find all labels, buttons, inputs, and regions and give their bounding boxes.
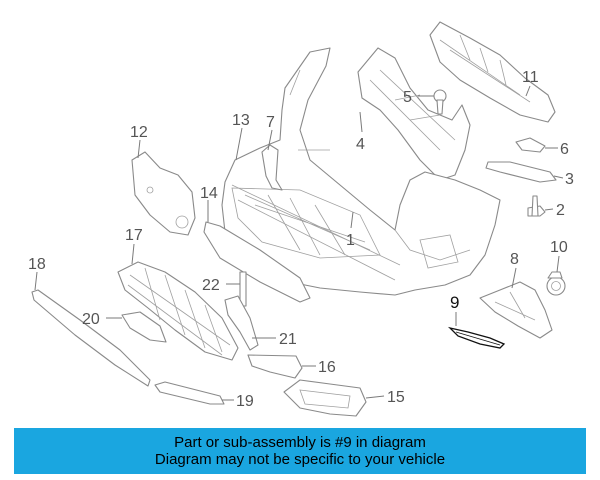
part-14-trim-strip <box>203 221 311 303</box>
callout-12: 12 <box>130 124 148 141</box>
part-7-bracket <box>261 144 283 191</box>
callout-16: 16 <box>318 359 336 376</box>
callout-2: 2 <box>556 202 565 219</box>
part-19-lower-strip <box>154 381 225 405</box>
callout-10: 10 <box>550 239 568 256</box>
lower-grille-mesh <box>231 187 381 259</box>
callout-18: 18 <box>28 256 46 273</box>
part-15-surround <box>283 379 367 417</box>
callout-20: 20 <box>82 311 100 328</box>
part-5-bolt <box>433 89 447 115</box>
callout-9: 9 <box>450 293 459 312</box>
part-17-grille <box>117 261 239 361</box>
parts-diagram: 1 2 3 4 5 6 7 8 9 10 11 12 13 14 15 16 1… <box>28 21 574 417</box>
callout-6: 6 <box>560 141 569 158</box>
callout-15: 15 <box>387 389 405 406</box>
part-18-molding <box>31 289 151 387</box>
callout-21: 21 <box>279 331 297 348</box>
part-6-clip <box>515 137 546 153</box>
callout-13: 13 <box>232 112 250 129</box>
callout-22: 22 <box>202 277 220 294</box>
part-1-bumper-cover <box>221 47 501 296</box>
info-banner: Part or sub-assembly is #9 in diagram Di… <box>14 428 586 474</box>
part-3-strip <box>485 161 557 183</box>
part-11-absorber <box>429 21 556 123</box>
part-22-bolt <box>239 271 247 307</box>
callout-5: 5 <box>403 89 412 106</box>
part-12-plate-bracket <box>131 151 196 236</box>
banner-line-1: Part or sub-assembly is #9 in diagram <box>174 434 426 451</box>
callout-1: 1 <box>346 232 355 249</box>
callout-17: 17 <box>125 227 143 244</box>
part-2-screw <box>527 195 546 217</box>
callout-11: 11 <box>522 69 539 86</box>
part-10-sensor <box>546 271 566 296</box>
part-8-side-trim <box>479 281 553 339</box>
part-16-bracket <box>247 354 303 379</box>
callout-19: 19 <box>236 393 254 410</box>
banner-line-2: Diagram may not be specific to your vehi… <box>154 451 446 468</box>
callout-14: 14 <box>200 185 218 202</box>
callout-4: 4 <box>356 136 365 153</box>
callout-3: 3 <box>565 171 574 188</box>
part-9-strip <box>447 326 506 349</box>
part-21-bracket <box>224 295 259 351</box>
callout-labels: 1 2 3 4 5 6 7 8 9 10 11 12 13 14 15 16 1… <box>28 69 574 410</box>
part-4-carrier <box>357 47 471 181</box>
callout-7: 7 <box>266 114 275 131</box>
leader-lines <box>34 85 564 401</box>
callout-8: 8 <box>510 251 519 268</box>
part-20-trim <box>121 311 167 343</box>
